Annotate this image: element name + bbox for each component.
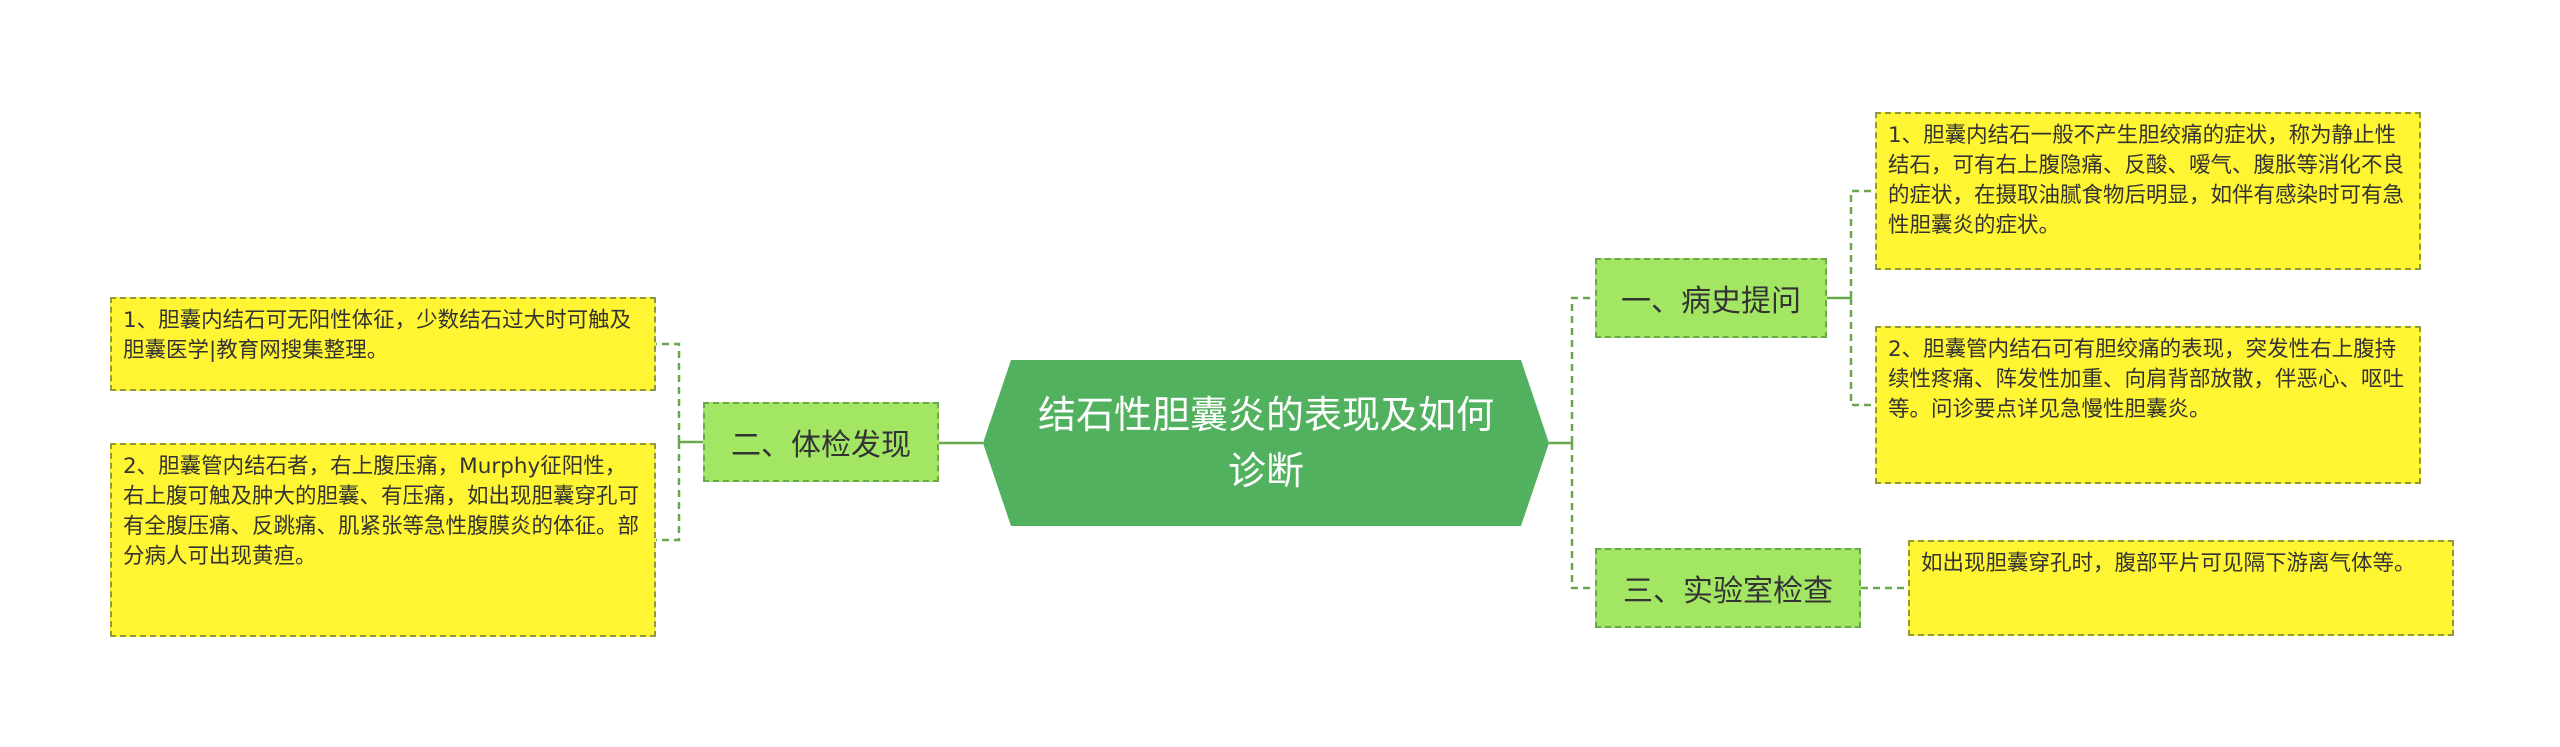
connector-exam-to-leaf-1 <box>656 342 681 442</box>
branch-history-label: 一、病史提问 <box>1621 284 1801 319</box>
leaf-lab-1-text: 如出现胆囊穿孔时，腹部平片可见隔下游离气体等。 <box>1921 551 2416 576</box>
connector-history-to-leaf-2 <box>1849 298 1875 407</box>
leaf-history-2[interactable]: 2、胆囊管内结石可有胆绞痛的表现，突发性右上腹持续性疼痛、阵发性加重、向肩背部放… <box>1875 326 2421 484</box>
root-topic[interactable]: 结石性胆囊炎的表现及如何诊断 <box>983 360 1549 526</box>
branch-history[interactable]: 一、病史提问 <box>1595 258 1827 338</box>
leaf-lab-1[interactable]: 如出现胆囊穿孔时，腹部平片可见隔下游离气体等。 <box>1908 540 2454 636</box>
branch-lab-tests[interactable]: 三、实验室检查 <box>1595 548 1861 628</box>
leaf-exam-2-text: 2、胆囊管内结石者，右上腹压痛，Murphy征阳性，右上腹可触及肿大的胆囊、有压… <box>123 454 640 569</box>
branch-physical-exam-label: 二、体检发现 <box>731 428 911 463</box>
leaf-history-1[interactable]: 1、胆囊内结石一般不产生胆绞痛的症状，称为静止性结石，可有右上腹隐痛、反酸、嗳气… <box>1875 112 2421 270</box>
leaf-history-1-text: 1、胆囊内结石一般不产生胆绞痛的症状，称为静止性结石，可有右上腹隐痛、反酸、嗳气… <box>1888 123 2405 238</box>
connector-root-to-history <box>1570 296 1595 443</box>
leaf-exam-2[interactable]: 2、胆囊管内结石者，右上腹压痛，Murphy征阳性，右上腹可触及肿大的胆囊、有压… <box>110 443 656 637</box>
connector-root-to-lab <box>1570 443 1595 590</box>
root-topic-title: 结石性胆囊炎的表现及如何诊断 <box>1037 393 1494 493</box>
leaf-history-2-text: 2、胆囊管内结石可有胆绞痛的表现，突发性右上腹持续性疼痛、阵发性加重、向肩背部放… <box>1888 337 2405 422</box>
leaf-exam-1-text: 1、胆囊内结石可无阳性体征，少数结石过大时可触及胆囊医学|教育网搜集整理。 <box>123 308 632 363</box>
branch-physical-exam[interactable]: 二、体检发现 <box>703 402 939 482</box>
leaf-exam-1[interactable]: 1、胆囊内结石可无阳性体征，少数结石过大时可触及胆囊医学|教育网搜集整理。 <box>110 297 656 391</box>
branch-lab-tests-label: 三、实验室检查 <box>1623 574 1833 609</box>
connector-history-to-leaf-1 <box>1849 189 1875 298</box>
connector-exam-to-leaf-2 <box>656 442 681 542</box>
